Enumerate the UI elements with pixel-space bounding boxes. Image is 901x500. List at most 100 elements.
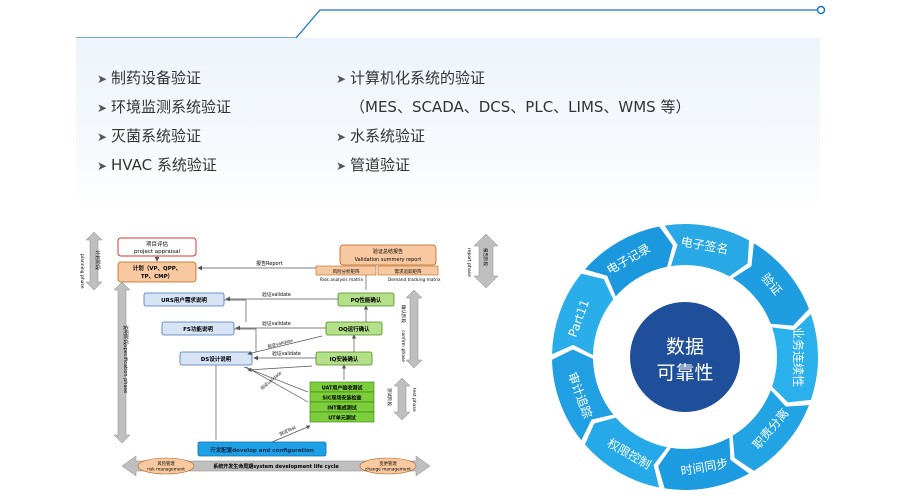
- spec-phase-label: 说明阶段: [122, 325, 129, 345]
- cycle-segment: [732, 243, 809, 326]
- validate-label-iq: 验证validate: [272, 350, 301, 357]
- plan-label: 计划（VP、QPP、: [133, 264, 182, 272]
- report-phase-arrow: 报告阶段 report phase: [466, 233, 499, 289]
- divider-end-dot: [816, 5, 826, 15]
- cycle-segment: [584, 417, 668, 488]
- cycle-segment: [584, 226, 673, 297]
- cycle-center-label-2: 可靠性: [656, 362, 713, 384]
- service-label: 管道验证: [350, 156, 411, 174]
- report-phase-label: 报告阶段: [482, 248, 489, 266]
- report-phase-label-en: report phase: [466, 248, 472, 277]
- validate-label-cross2: 验证validate: [259, 369, 284, 391]
- service-item: ➤管道验证: [336, 151, 690, 180]
- service-label: 计算机化系统的验证: [350, 69, 486, 87]
- test-box-ut: [309, 411, 375, 423]
- test-phase-label-en: test phase: [411, 388, 417, 412]
- validate-label-pq: 验证validate: [262, 291, 291, 298]
- service-item: ➤计算机化系统的验证: [336, 64, 690, 93]
- validate-label-oq: 验证validate: [262, 320, 291, 327]
- risk-matrix-label: 风险分析矩阵: [333, 268, 360, 275]
- service-label: （MES、SCADA、DCS、PLC、LIMS、WMS 等）: [350, 98, 691, 116]
- chevron-right-icon: ➤: [336, 159, 347, 173]
- summary-report-label: 验证总结报告: [373, 248, 403, 255]
- service-item: ➤环境监测系统验证: [97, 93, 231, 122]
- cycle-segment: [772, 314, 818, 403]
- validate-label-cross1: 验证validate: [267, 337, 294, 350]
- service-item: ➤HVAC 系统验证: [97, 151, 231, 180]
- iq-label: IQ安装确认: [330, 355, 359, 363]
- service-item: ➤制药设备验证: [97, 64, 231, 93]
- specification-phase-arrow: 说明阶段 specification phase: [113, 281, 131, 444]
- change-management-label: 变更管理: [379, 460, 397, 467]
- test-label: UT单元测试: [328, 415, 355, 422]
- service-label: HVAC 系统验证: [111, 156, 217, 174]
- demand-matrix-label-en: Demand tracking matrix: [388, 277, 441, 283]
- service-label: 水系统验证: [350, 127, 426, 145]
- plan-box: [117, 261, 197, 283]
- chevron-right-icon: ➤: [97, 130, 108, 144]
- planning-phase-label: 计划阶段: [94, 250, 101, 270]
- confirm-phase-arrow: 确认阶段 confirm phase: [400, 289, 423, 369]
- cycle-segment-label: 业务连续性: [791, 327, 806, 387]
- develop-box: [197, 441, 327, 457]
- test-phase-arrow: 测试阶段 test phase: [386, 377, 417, 421]
- chevron-right-icon: ➤: [97, 101, 108, 115]
- chevron-right-icon: ➤: [97, 159, 108, 173]
- cycle-segment: [658, 437, 750, 490]
- cycle-segment: [732, 390, 809, 471]
- cycle-segment: [552, 273, 614, 356]
- v-model-diagram: 计划阶段 planning phase 项目评估 project apprais…: [79, 231, 499, 477]
- cycle-segment: [664, 224, 750, 277]
- confirm-phase-label-en: confirm phase: [400, 330, 406, 362]
- chevron-right-icon: ➤: [336, 130, 347, 144]
- service-item: ➤灭菌系统验证: [97, 122, 231, 151]
- test-label: SIC现场安装检查: [322, 395, 362, 402]
- urs-box: [143, 292, 225, 307]
- pq-label: PQ性能确认: [351, 296, 382, 304]
- cycle-segment: [552, 349, 614, 441]
- oq-label: OQ运行确认: [338, 325, 370, 333]
- project-appraisal-label-en: project appraisal: [134, 249, 181, 255]
- planning-phase-arrow: 计划阶段 planning phase: [79, 231, 103, 291]
- risk-management-box: [137, 457, 195, 475]
- urs-label: URS用户需求说明: [161, 296, 207, 304]
- sdlc-label: 系统开发生命周期system development life cycle: [213, 463, 339, 470]
- service-label: 制药设备验证: [111, 69, 202, 87]
- service-list-left: ➤制药设备验证 ➤环境监测系统验证 ➤灭菌系统验证 ➤HVAC 系统验证: [97, 64, 231, 180]
- test-label: INT集成测试: [327, 405, 356, 412]
- cycle-center-label: 数据: [666, 336, 704, 358]
- risk-matrix-label-en: Risk analysis matrix: [320, 277, 363, 283]
- test-phase-label: 测试阶段: [386, 388, 393, 406]
- risk-management-label-en: risk management: [147, 467, 185, 473]
- service-list-right: ➤计算机化系统的验证 （MES、SCADA、DCS、PLC、LIMS、WMS 等…: [336, 64, 690, 180]
- service-item: ➤水系统验证: [336, 122, 690, 151]
- project-appraisal-label: 项目评估: [146, 240, 169, 248]
- service-label: 环境监测系统验证: [111, 98, 232, 116]
- confirm-phase-label: 确认阶段: [400, 305, 407, 323]
- summary-report-label-en: Validation summery report: [355, 257, 422, 263]
- develop-label: 开发配置develop and configuration: [210, 446, 314, 454]
- fs-label: FS功能说明: [183, 325, 213, 333]
- chevron-right-icon: ➤: [97, 72, 108, 86]
- report-arrow-label: 报告Report: [256, 260, 283, 267]
- risk-matrix-box: [315, 265, 377, 276]
- change-management-box: [359, 457, 417, 475]
- summary-report-box: [339, 244, 437, 266]
- service-item-detail: （MES、SCADA、DCS、PLC、LIMS、WMS 等）: [336, 93, 690, 122]
- chevron-right-icon: ➤: [336, 72, 347, 86]
- fs-box: [161, 321, 235, 336]
- cycle-center: [630, 302, 740, 412]
- plan-label-2: TP、CMP）: [141, 272, 173, 280]
- planning-phase-label-en: planning phase: [79, 254, 85, 289]
- change-management-label-en: change management: [365, 467, 411, 473]
- spec-phase-label-en: specification phase: [122, 345, 128, 393]
- demand-matrix-box: [377, 265, 439, 276]
- ds-label: DS设计说明: [201, 355, 232, 363]
- demand-matrix-label: 需求追踪矩阵: [395, 268, 422, 275]
- service-panel: ➤制药设备验证 ➤环境监测系统验证 ➤灭菌系统验证 ➤HVAC 系统验证 ➤计算…: [76, 38, 820, 208]
- test-label: UAT用户验收测试: [322, 385, 363, 392]
- sdlc-arrow: [121, 455, 431, 477]
- service-label: 灭菌系统验证: [111, 127, 202, 145]
